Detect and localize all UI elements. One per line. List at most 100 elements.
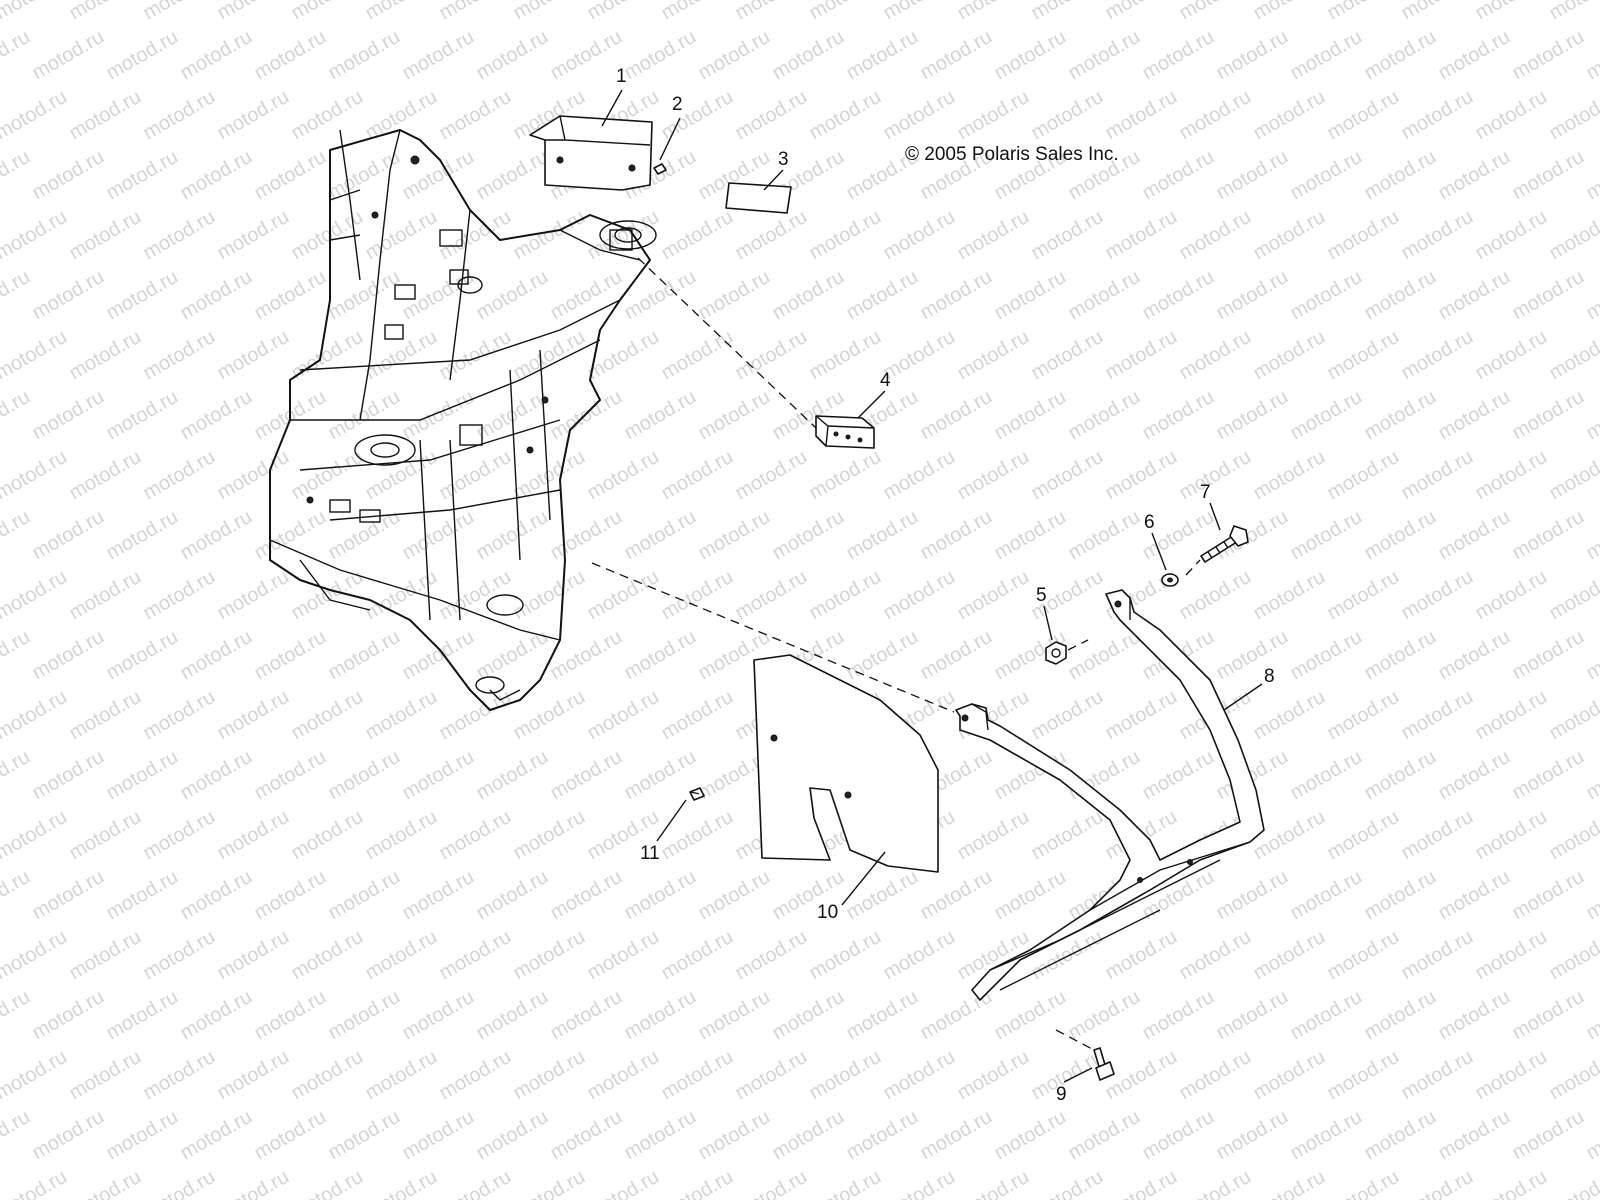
watermark-text: motod.ru — [1287, 866, 1366, 925]
watermark-text: motod.ru — [991, 506, 1070, 565]
watermark-text: motod.ru — [695, 866, 774, 925]
watermark-text: motod.ru — [473, 26, 552, 85]
watermark-text: motod.ru — [1028, 806, 1107, 865]
watermark-text: motod.ru — [621, 26, 700, 85]
watermark-text: motod.ru — [1472, 446, 1551, 505]
watermark-text: motod.ru — [1435, 626, 1514, 685]
watermark-text: motod.ru — [251, 746, 330, 805]
watermark-text: motod.ru — [1028, 686, 1107, 745]
watermark-text: motod.ru — [1287, 746, 1366, 805]
watermark-text: motod.ru — [251, 146, 330, 205]
watermark-text: motod.ru — [362, 686, 441, 745]
part-1-bracket — [529, 115, 653, 191]
watermark-text: motod.ru — [0, 566, 71, 625]
watermark-text: motod.ru — [1139, 986, 1218, 1045]
watermark-text: motod.ru — [1398, 1166, 1477, 1200]
watermark-text: motod.ru — [1361, 506, 1440, 565]
watermark-text: motod.ru — [0, 866, 34, 925]
watermark-text: motod.ru — [1361, 866, 1440, 925]
watermark-text: motod.ru — [1472, 86, 1551, 145]
watermark-text: motod.ru — [1472, 206, 1551, 265]
watermark-text: motod.ru — [1398, 326, 1477, 385]
watermark-text: motod.ru — [140, 86, 219, 145]
watermark-text: motod.ru — [917, 26, 996, 85]
watermark-text: motod.ru — [917, 866, 996, 925]
watermark-text: motod.ru — [954, 446, 1033, 505]
watermark-text: motod.ru — [695, 1106, 774, 1165]
watermark-text: motod.ru — [695, 386, 774, 445]
watermark-text: motod.ru — [1509, 146, 1588, 205]
watermark-text: motod.ru — [1509, 1106, 1588, 1165]
watermark-text: motod.ru — [288, 686, 367, 745]
watermark-text: motod.ru — [510, 806, 589, 865]
watermark-text: motod.ru — [547, 266, 626, 325]
watermark-text: motod.ru — [1324, 1046, 1403, 1105]
watermark-text: motod.ru — [917, 506, 996, 565]
watermark-text: motod.ru — [66, 446, 145, 505]
watermark-text: motod.ru — [214, 686, 293, 745]
watermark-text: motod.ru — [0, 926, 71, 985]
watermark-text: motod.ru — [1546, 806, 1600, 865]
watermark-text: motod.ru — [880, 86, 959, 145]
watermark-text: motod.ru — [1472, 926, 1551, 985]
watermark-text: motod.ru — [843, 866, 922, 925]
watermark-text: motod.ru — [1435, 506, 1514, 565]
watermark-text: motod.ru — [1176, 1166, 1255, 1200]
watermark-text: motod.ru — [177, 146, 256, 205]
watermark-text: motod.ru — [1324, 686, 1403, 745]
watermark-text: motod.ru — [1176, 206, 1255, 265]
watermark-text: motod.ru — [1435, 866, 1514, 925]
watermark-text: motod.ru — [1176, 0, 1255, 24]
watermark-text: motod.ru — [177, 866, 256, 925]
watermark-text: motod.ru — [0, 86, 71, 145]
watermark-text: motod.ru — [510, 686, 589, 745]
watermark-text: motod.ru — [140, 1166, 219, 1200]
watermark-text: motod.ru — [1398, 206, 1477, 265]
watermark-text: motod.ru — [658, 806, 737, 865]
watermark-text: motod.ru — [66, 86, 145, 145]
watermark-text: motod.ru — [1361, 626, 1440, 685]
watermark-text: motod.ru — [1102, 686, 1181, 745]
watermark-text: motod.ru — [584, 926, 663, 985]
watermark-text: motod.ru — [621, 626, 700, 685]
watermark-text: motod.ru — [695, 506, 774, 565]
callout-1: 1 — [616, 66, 627, 87]
watermark-text: motod.ru — [29, 626, 108, 685]
watermark-text: motod.ru — [1398, 0, 1477, 24]
watermark-text: motod.ru — [732, 0, 811, 24]
leader-lines — [601, 89, 1263, 1083]
watermark-text: motod.ru — [880, 0, 959, 24]
watermark-text: motod.ru — [325, 746, 404, 805]
watermark-text: motod.ru — [584, 686, 663, 745]
callout-2: 2 — [672, 94, 683, 115]
part-7-bolt — [1200, 525, 1249, 563]
watermark-text: motod.ru — [1583, 386, 1600, 445]
watermark-text: motod.ru — [1287, 506, 1366, 565]
watermark-text: motod.ru — [0, 506, 34, 565]
watermark-text: motod.ru — [732, 1046, 811, 1105]
watermark-text: motod.ru — [510, 1046, 589, 1105]
watermark-text: motod.ru — [547, 26, 626, 85]
part-8-bumper — [955, 589, 1265, 1001]
watermark-text: motod.ru — [288, 446, 367, 505]
watermark-text: motod.ru — [1287, 26, 1366, 85]
watermark-text: motod.ru — [1435, 266, 1514, 325]
watermark-text: motod.ru — [0, 266, 34, 325]
watermark-text: motod.ru — [0, 146, 34, 205]
watermark-text: motod.ru — [1287, 626, 1366, 685]
watermark-text: motod.ru — [473, 866, 552, 925]
watermark-text: motod.ru — [140, 926, 219, 985]
watermark-text: motod.ru — [1509, 386, 1588, 445]
watermark-text: motod.ru — [1250, 686, 1329, 745]
watermark-text: motod.ru — [1583, 866, 1600, 925]
watermark-text: motod.ru — [140, 446, 219, 505]
watermark-text: motod.ru — [806, 206, 885, 265]
watermark-text: motod.ru — [288, 326, 367, 385]
watermark-text: motod.ru — [1546, 1046, 1600, 1105]
watermark-text: motod.ru — [658, 206, 737, 265]
watermark-text: motod.ru — [325, 866, 404, 925]
watermark-text: motod.ru — [1435, 386, 1514, 445]
watermark-text: motod.ru — [1583, 1106, 1600, 1165]
watermark-text: motod.ru — [0, 1046, 71, 1105]
